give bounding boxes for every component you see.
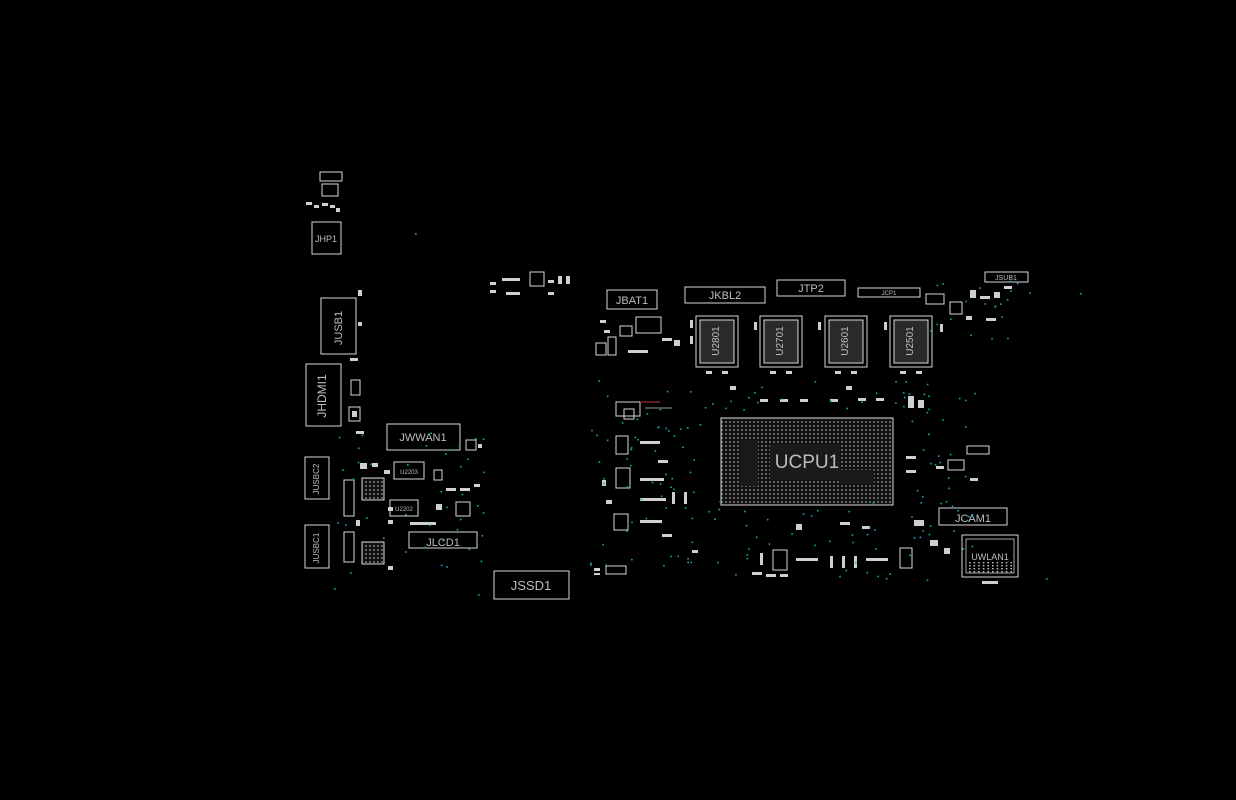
label-jcam1: JCAM1 [955,513,991,525]
main-board: JBAT1 JKBL2 JTP2 JCP1 JSUB1 U2801 U2701 [594,271,1029,584]
cpu-right-cluster [906,286,1012,554]
component-jusbc2[interactable]: JUSBC2 [304,456,330,500]
component-jcp1[interactable]: JCP1 [857,287,921,298]
component-jhdmi1[interactable]: JHDMI1 [305,363,342,427]
label-jbat1: JBAT1 [616,295,648,307]
component-jssd1[interactable]: JSSD1 [493,570,570,600]
component-jsub1[interactable]: JSUB1 [984,271,1029,283]
label-u2801: U2801 [711,326,722,356]
label-jusbc1: JUSBC1 [312,532,321,563]
label-jsub1: JSUB1 [995,275,1017,282]
label-jhdmi1: JHDMI1 [315,374,329,418]
label-jhp1: JHP1 [315,234,337,244]
component-u2202[interactable]: U2202 [389,499,419,517]
component-ucpu1[interactable]: UCPU1 [720,417,894,506]
component-jkbl2[interactable]: JKBL2 [684,286,766,304]
label-jkbl2: JKBL2 [709,290,741,302]
label-jcp1: JCP1 [882,291,897,297]
label-jwwan1: JWWAN1 [399,432,446,444]
label-u2203: U2203 [400,470,418,476]
component-u2701[interactable]: U2701 [759,315,803,368]
ram-pads [690,320,943,402]
component-jtp2[interactable]: JTP2 [776,279,846,297]
component-uwlan1[interactable]: UWLAN1 [961,534,1019,578]
via-field [334,233,1082,596]
cpu-left-cluster [594,316,698,575]
label-jusbc2: JUSBC2 [312,463,321,494]
component-jlcd1[interactable]: JLCD1 [408,531,478,549]
label-jtp2: JTP2 [798,283,824,295]
component-u2203[interactable]: U2203 [393,461,425,480]
label-u2202: U2202 [395,507,413,513]
label-u2601: U2601 [840,326,851,356]
wwan-area: JWWAN1 U2203 U2202 JLCD1 JSSD1 [386,271,570,600]
label-jlcd1: JLCD1 [426,537,460,549]
component-jhp1[interactable]: JHP1 [311,221,342,255]
label-u2701: U2701 [775,326,786,356]
io-column: JHP1 JUSB1 JHDMI1 JUSBC2 JUSBC1 [304,171,393,570]
component-jwwan1[interactable]: JWWAN1 [386,423,461,451]
component-u2501[interactable]: U2501 [889,315,933,368]
cpu-bottom-cluster [752,522,913,577]
label-u2501: U2501 [905,326,916,356]
label-ucpu1: UCPU1 [775,452,839,473]
wlan-ball-grid [969,562,1012,573]
component-jcam1[interactable]: JCAM1 [938,507,1008,526]
component-u2601[interactable]: U2601 [824,315,868,368]
component-jusb1[interactable]: JUSB1 [320,297,357,355]
label-uwlan1: UWLAN1 [971,552,1009,562]
component-jbat1[interactable]: JBAT1 [606,289,658,310]
label-jusb1: JUSB1 [333,311,345,345]
component-u2801[interactable]: U2801 [695,315,739,368]
label-jssd1: JSSD1 [511,578,551,593]
component-jusbc1[interactable]: JUSBC1 [304,524,330,569]
